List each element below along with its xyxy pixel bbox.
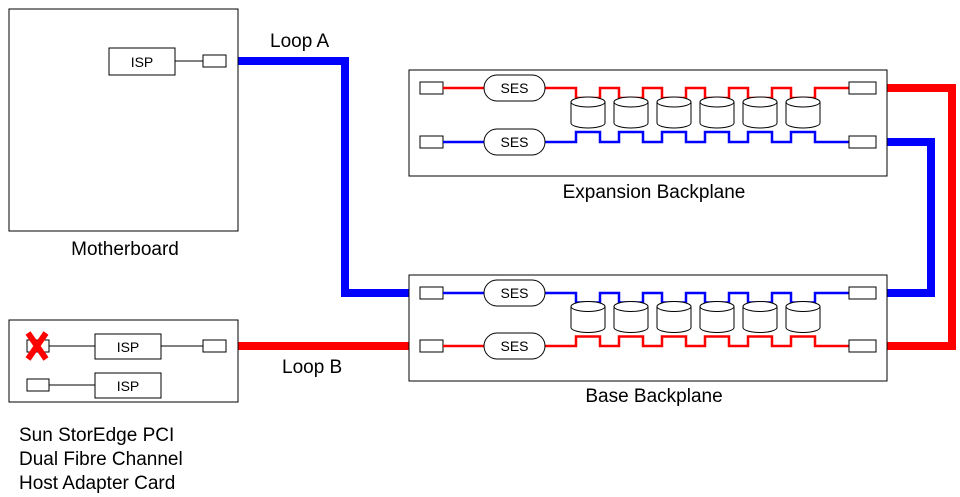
expansion-backplane-blue-right-port: [848, 135, 877, 149]
base-backplane-ses-red: [483, 332, 546, 360]
adapter-isp-2-label: ISP: [117, 378, 140, 394]
motherboard-isp-label: ISP: [131, 54, 154, 70]
expansion-backplane-ses-blue: [483, 128, 546, 156]
x-mark-icon: [25, 331, 49, 361]
disk-drive-icon: [613, 96, 649, 129]
expansion-backplane-ses-red-label: SES: [500, 80, 528, 96]
motherboard-port: [202, 54, 227, 68]
adapter-output-port: [202, 339, 227, 353]
expansion-backplane-red-right-port: [848, 81, 877, 95]
disk-drive-icon: [570, 96, 606, 129]
motherboard-box: [8, 8, 239, 232]
disk-drive-icon: [656, 301, 692, 333]
motherboard-isp-box: [108, 47, 176, 76]
disk-drive-icon: [785, 301, 821, 333]
adapter-label-line-3: Host Adapter Card: [19, 473, 175, 494]
loop-b-cable: [226, 84, 956, 350]
base-backplane-red-disk-loop: [545, 335, 849, 348]
base-backplane-ses-red-label: SES: [500, 338, 528, 354]
loop-b-base-to-expansion: [876, 84, 956, 350]
base-backplane-red-right-port: [848, 339, 877, 353]
loop-a-base-to-expansion: [876, 138, 935, 297]
disk-drive-icon: [742, 96, 778, 129]
adapter-label-line-1: Sun StorEdge PCI: [19, 425, 174, 446]
disk-drive-icon: [570, 301, 606, 333]
base-backplane-blue-disk-loop: [545, 291, 849, 304]
loop-a-label: Loop A: [270, 31, 329, 52]
loop-a-motherboard-to-base: [226, 57, 420, 297]
disk-drive-icon: [699, 96, 735, 129]
expansion-backplane-blue-disk-loop: [545, 130, 849, 144]
expansion-backplane: SES SES: [408, 69, 888, 177]
base-backplane-label: Base Backplane: [585, 386, 722, 407]
disk-drive-icon: [613, 301, 649, 333]
adapter-isp-2-box: [94, 372, 162, 399]
motherboard-label: Motherboard: [71, 239, 179, 260]
disk-drive-icon: [742, 301, 778, 333]
base-backplane-ses-blue: [483, 279, 546, 307]
expansion-backplane-label: Expansion Backplane: [563, 182, 746, 203]
expansion-backplane-red-disk-loop: [545, 86, 849, 100]
adapter-port-2: [26, 378, 50, 392]
expansion-backplane-red-left-port: [419, 81, 444, 95]
base-backplane-blue-left-port: [419, 286, 444, 300]
base-backplane-ses-blue-label: SES: [500, 285, 528, 301]
disk-drive-icon: [656, 96, 692, 129]
base-backplane-red-left-port: [419, 339, 444, 353]
base-backplane: SES SES: [408, 274, 888, 382]
adapter-isp-1-label: ISP: [117, 339, 140, 355]
disk-drive-icon: [785, 96, 821, 129]
adapter-label-line-2: Dual Fibre Channel: [19, 449, 183, 470]
expansion-backplane-ses-red: [483, 74, 546, 102]
base-backplane-blue-right-port: [848, 286, 877, 300]
expansion-backplane-blue-left-port: [419, 135, 444, 149]
expansion-backplane-ses-blue-label: SES: [500, 134, 528, 150]
disk-drive-icon: [699, 301, 735, 333]
loop-a-cable: [226, 57, 935, 297]
adapter-isp-1-box: [94, 333, 162, 360]
loop-b-label: Loop B: [282, 357, 342, 378]
